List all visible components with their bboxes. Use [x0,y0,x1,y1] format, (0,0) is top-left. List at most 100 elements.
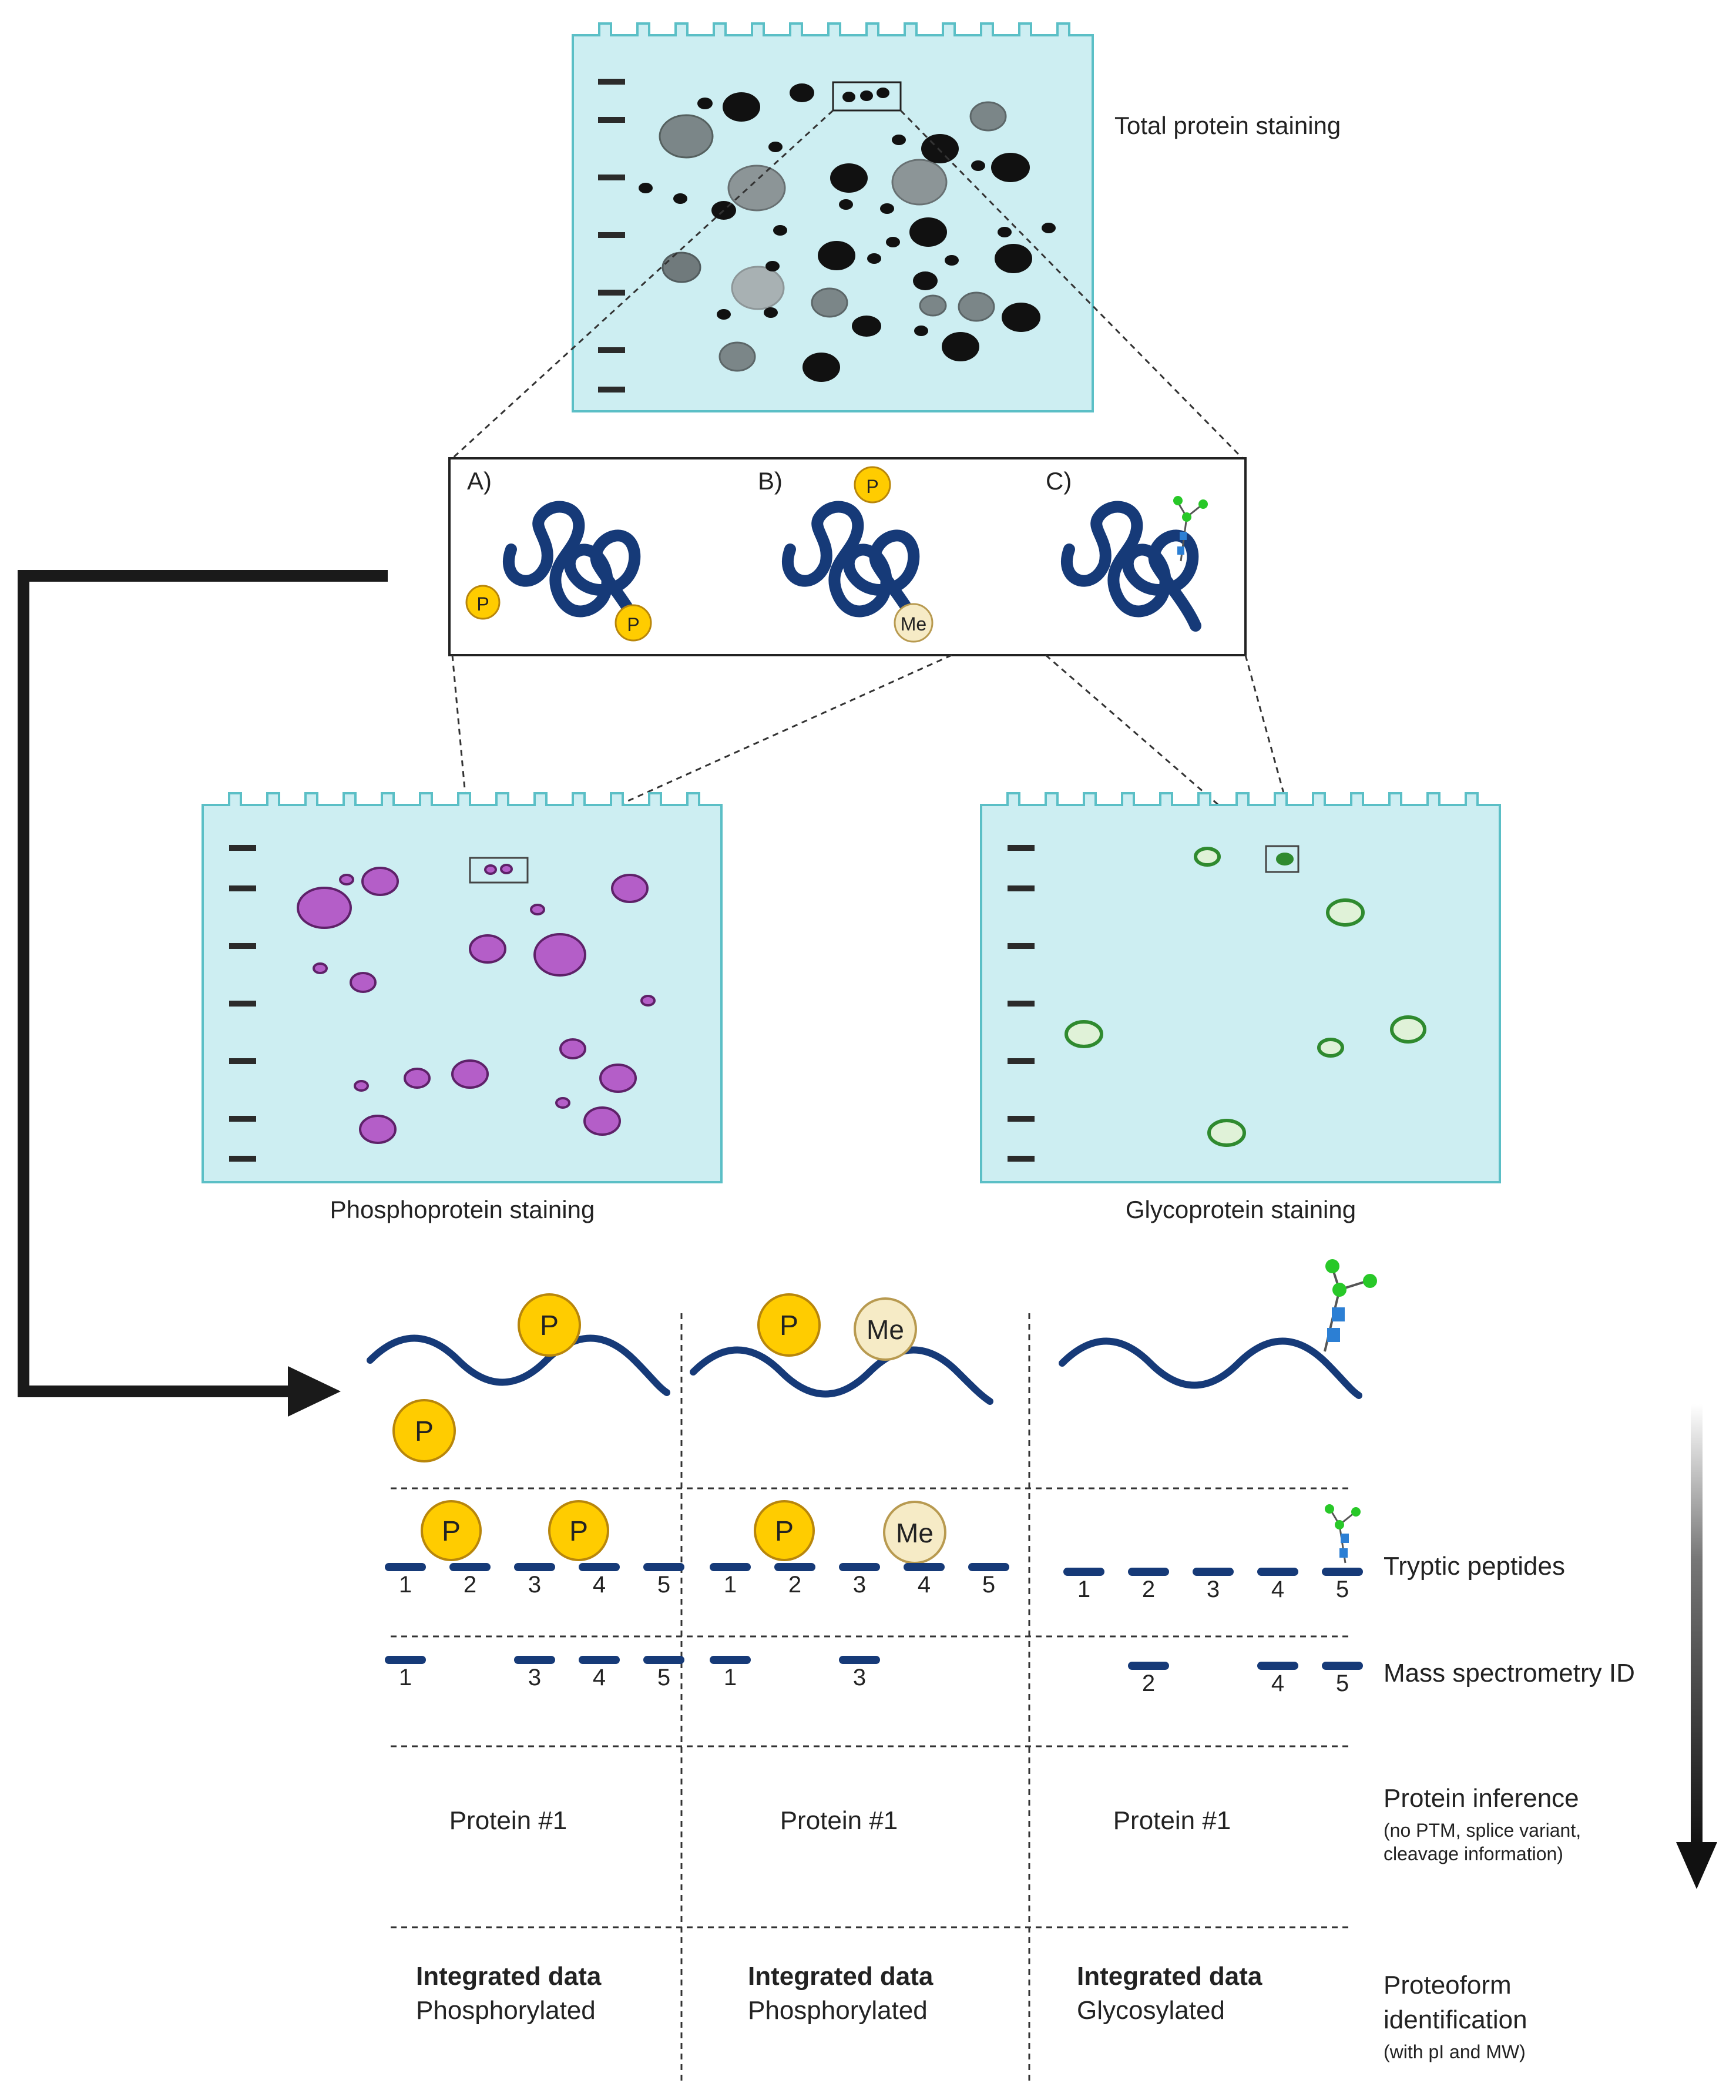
tryptic-peptide-segment [968,1563,1009,1571]
ms-identified-number: 3 [853,1665,866,1690]
integrated-title-1: Integrated data [416,1962,602,1991]
total-gel-label: Total protein staining [1114,112,1341,139]
tryptic-peptide-number: 5 [982,1572,995,1598]
tryptic-peptide-number: 2 [1142,1576,1155,1602]
tryptic-peptide-number: 1 [1077,1576,1090,1602]
inset-label-c: C) [1046,467,1072,495]
tryptic-peptide-number: 2 [788,1572,801,1598]
table-gridlines [391,1313,1351,2083]
linear-protein-1: P P [367,1293,670,1462]
phospho-badge: P [757,1293,821,1357]
linear-protein-3 [1059,1259,1377,1399]
tryptic-peptide-number: 4 [918,1572,931,1598]
integrated-data-row: Integrated data Phosphorylated Integrate… [416,1962,1527,2062]
zoom-box [1265,845,1300,873]
inference-row-note-2: cleavage information) [1384,1843,1563,1864]
zoom-box [469,857,529,884]
svg-text:Me: Me [896,1518,934,1548]
ms-identified-segment [1128,1662,1169,1670]
tryptic-peptide-segment [643,1563,684,1571]
ms-identified-number: 1 [399,1665,412,1690]
proteoform-row-label-1: Proteoform [1384,1971,1512,2000]
ms-identified-segment [839,1656,880,1664]
gel-body [980,792,1501,1183]
methyl-badge-b: Me [894,603,934,643]
protein-spots [639,81,1056,382]
inset-label-a: A) [467,467,492,495]
phospho-spots [297,864,656,1144]
phospho-badge-b: P [854,466,891,504]
tryptic-peptide-segment [1193,1568,1234,1576]
marker-bands [1008,845,1035,1162]
glyco-spots [1065,847,1426,1147]
total-protein-gel: Total protein staining [572,22,1341,412]
tryptic-peptide-number: 1 [399,1572,412,1598]
tryptic-peptide-number: 5 [1336,1576,1349,1602]
gel-body [202,792,723,1183]
tryptic-peptide-number: 4 [593,1572,606,1598]
svg-text:P: P [540,1310,559,1341]
ms-row-label: Mass spectrometry ID [1384,1659,1635,1688]
phosphoprotein-gel: Phosphoprotein staining [202,792,723,1223]
proteoform-row-note: (with pI and MW) [1384,2041,1526,2062]
phospho-badge-a1: P [465,585,501,620]
phospho-gel-label: Phosphoprotein staining [330,1196,595,1223]
tryptic-peptide-number: 5 [657,1572,670,1598]
inference-row-title: Protein inference [1384,1784,1579,1813]
ms-identified-number: 3 [528,1665,541,1690]
tryptic-row-label: Tryptic peptides [1384,1552,1565,1581]
glycoprotein-gel: Glycoprotein staining [980,792,1501,1223]
ms-identified-number: 1 [724,1665,737,1690]
tryptic-peptide-number: 2 [464,1572,476,1598]
protein-label-3: Protein #1 [1113,1806,1231,1835]
ms-identified-segment [710,1656,751,1664]
integrated-value-2: Phosphorylated [748,1996,928,2025]
tryptic-peptide-number: 4 [1271,1576,1284,1602]
tryptic-peptide-segment [710,1563,751,1571]
ms-identified-segment [1322,1662,1363,1670]
marker-bands [229,845,256,1162]
tryptic-peptide-segment [904,1563,945,1571]
ms-identified-number: 5 [657,1665,670,1690]
tryptic-peptide-segment [385,1563,426,1571]
integrated-title-2: Integrated data [748,1962,934,1991]
ms-identified-segment [579,1656,620,1664]
tryptic-peptide-number: 1 [724,1572,737,1598]
ms-identified-number: 4 [1271,1670,1284,1696]
phospho-badge-a2: P [615,604,652,642]
svg-text:Me: Me [901,613,926,635]
tryptic-peptide-number: 3 [853,1572,866,1598]
ms-identified-segment [514,1656,555,1664]
glycan-icon-small [1173,496,1208,562]
tryptic-peptide-number: 3 [1207,1576,1220,1602]
ms-identified-number: 5 [1336,1670,1349,1696]
proteoform-inset: A) B) C) P P P Me [448,457,1247,656]
zoom-box [832,81,902,112]
folded-protein-a [503,501,643,632]
protein-label-1: Protein #1 [449,1806,568,1835]
inference-row-note-1: (no PTM, splice variant, [1384,1820,1581,1841]
workflow-arrow [18,570,388,1417]
protein-label-2: Protein #1 [780,1806,898,1835]
arrow-down-icon [1676,1842,1717,1889]
glycan-icon [1325,1504,1361,1564]
svg-text:P: P [415,1416,434,1447]
glyco-gel-label: Glycoprotein staining [1126,1196,1356,1223]
phospho-badge: P [518,1293,581,1357]
tryptic-peptide-segment [1063,1568,1104,1576]
arrow-head-icon [288,1366,341,1417]
folded-protein-b [782,501,922,632]
ms-identified-number: 2 [1142,1670,1155,1696]
methyl-badge: Me [854,1297,917,1361]
tryptic-peptide-segment [1322,1568,1363,1576]
integrated-title-3: Integrated data [1077,1962,1262,1991]
inset-label-b: B) [758,467,783,495]
proteoform-row-label-2: identification [1384,2005,1527,2034]
tryptic-peptide-segment [839,1563,880,1571]
ms-identified-segment [1257,1662,1298,1670]
